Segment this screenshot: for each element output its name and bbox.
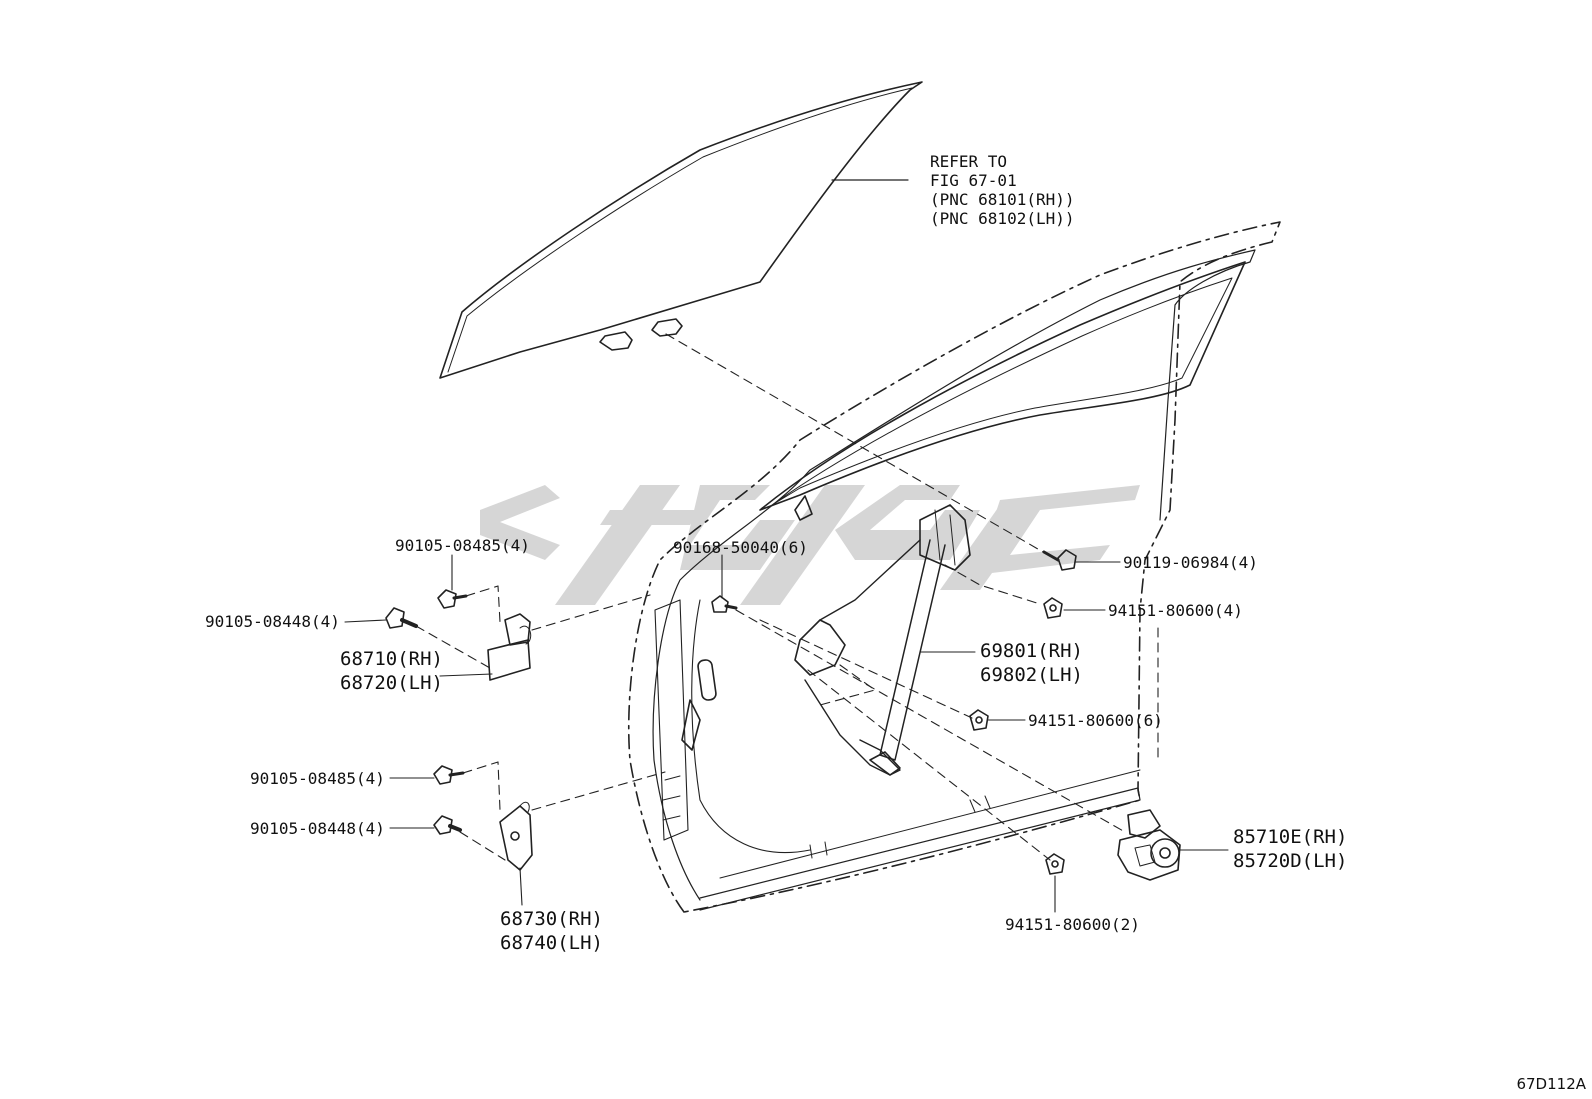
leader-lines — [344, 554, 1229, 913]
label-bolt-upper-b: 90105-08448(4) — [205, 612, 340, 631]
watermark-logo — [480, 485, 1140, 605]
bolt-lower-b-icon — [433, 815, 462, 835]
label-bolt-upper-a: 90105-08485(4) — [395, 536, 530, 555]
door-panel — [628, 221, 1281, 913]
bolt-lower-a-icon — [433, 765, 465, 785]
window-motor — [1117, 809, 1181, 881]
refer-line-1: REFER TO — [930, 152, 1008, 171]
refer-line-4: (PNC 68102(LH)) — [930, 209, 1075, 228]
assembly-lines — [415, 333, 1159, 861]
label-regulator-lh: 69802(LH) — [980, 664, 1083, 686]
label-nut-a: 94151-80600(4) — [1108, 601, 1243, 620]
bolt-upper-a-icon — [437, 589, 468, 609]
label-motor-lh: 85720D(LH) — [1233, 850, 1348, 872]
refer-line-2: FIG 67-01 — [930, 171, 1017, 190]
label-hinge-upper-lh: 68720(LH) — [340, 672, 443, 694]
label-hinge-lower-lh: 68740(LH) — [500, 932, 603, 954]
label-hinge-lower-rh: 68730(RH) — [500, 908, 603, 930]
label-motor-rh: 85710E(RH) — [1233, 826, 1348, 848]
label-hinge-upper-rh: 68710(RH) — [340, 648, 443, 670]
glass-clip-left — [599, 331, 633, 351]
nut-c-icon — [1045, 853, 1065, 875]
label-screw-plug: 90168-50040(6) — [673, 538, 808, 557]
label-bolt-lower-a: 90105-08485(4) — [250, 769, 385, 788]
glass-clip-right — [651, 318, 683, 337]
label-bolt-regulator: 90119-06984(4) — [1123, 553, 1258, 572]
label-nut-b: 94151-80600(6) — [1028, 711, 1163, 730]
label-nut-c: 94151-80600(2) — [1005, 915, 1140, 934]
nut-b-icon — [969, 709, 989, 731]
label-bolt-lower-b: 90105-08448(4) — [250, 819, 385, 838]
lower-hinge — [499, 801, 533, 871]
window-glass — [439, 81, 923, 379]
label-regulator-rh: 69801(RH) — [980, 640, 1083, 662]
bolt-upper-b-icon — [385, 607, 418, 629]
screw-plug-icon — [711, 595, 738, 613]
refer-line-3: (PNC 68101(RH)) — [930, 190, 1075, 209]
nut-a-icon — [1043, 597, 1063, 619]
figure-code: 67D112A — [1516, 1075, 1586, 1093]
upper-hinge — [487, 613, 532, 681]
